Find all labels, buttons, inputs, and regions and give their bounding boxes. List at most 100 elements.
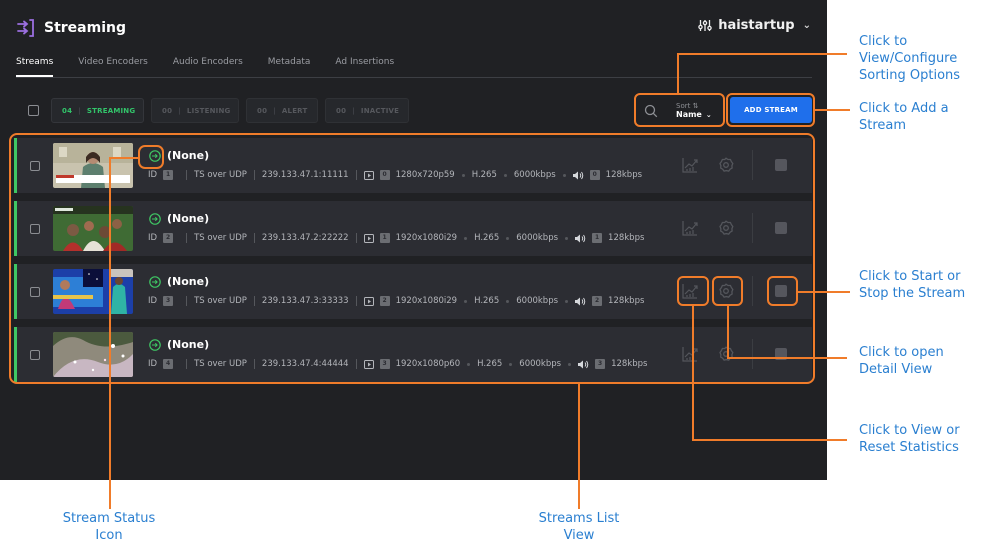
video-icon bbox=[363, 296, 374, 306]
annotation-sorting: Click to View/Configure Sorting Options bbox=[859, 34, 961, 83]
divider bbox=[752, 150, 753, 180]
row-actions bbox=[662, 264, 812, 319]
video-bitrate: 6000kbps bbox=[519, 359, 562, 369]
divider: | bbox=[178, 106, 181, 115]
row-checkbox[interactable] bbox=[30, 161, 40, 171]
video-index-badge: 3 bbox=[379, 359, 390, 369]
chevron-down-icon: ⌄ bbox=[802, 20, 811, 31]
stream-name[interactable]: (None) bbox=[167, 212, 210, 225]
callout-box-status-icon bbox=[138, 145, 164, 169]
codec: H.265 bbox=[474, 233, 500, 243]
video-icon bbox=[363, 170, 374, 180]
audio-bitrate: 128kbps bbox=[608, 296, 645, 306]
leader-line bbox=[578, 384, 580, 509]
row-actions bbox=[662, 201, 812, 256]
start-stop-button[interactable] bbox=[775, 222, 787, 234]
tab-ad-insertions[interactable]: Ad Insertions bbox=[335, 57, 395, 67]
app-title: Streaming bbox=[44, 20, 126, 36]
id-label: ID bbox=[148, 359, 158, 369]
statistics-icon[interactable] bbox=[682, 220, 698, 236]
row-checkbox[interactable] bbox=[30, 287, 40, 297]
annotation-start-stop: Click to Start or Stop the Stream bbox=[859, 269, 966, 301]
protocol: TS over UDP bbox=[194, 170, 247, 180]
callout-box-detail bbox=[712, 276, 743, 306]
stream-name[interactable]: (None) bbox=[167, 149, 210, 162]
divider bbox=[253, 233, 255, 243]
stream-status-icon bbox=[149, 150, 161, 162]
audio-bitrate: 128kbps bbox=[605, 170, 643, 180]
statistics-icon[interactable] bbox=[682, 283, 698, 299]
filter-alert[interactable]: 00|ALERT bbox=[246, 98, 318, 123]
add-stream-button[interactable]: ADD STREAM bbox=[730, 97, 812, 123]
dot-separator bbox=[461, 173, 465, 177]
statistics-icon[interactable] bbox=[682, 157, 698, 173]
gear-icon[interactable] bbox=[718, 283, 734, 299]
id-badge: 3 bbox=[163, 296, 174, 306]
filter-count: 04 bbox=[62, 106, 73, 115]
tab-streams[interactable]: Streams bbox=[16, 56, 54, 77]
divider bbox=[186, 170, 188, 180]
tab-audio-encoders[interactable]: Audio Encoders bbox=[172, 57, 243, 67]
codec: H.265 bbox=[471, 170, 497, 180]
divider bbox=[752, 213, 753, 243]
divider bbox=[355, 233, 357, 243]
start-stop-button[interactable] bbox=[775, 159, 787, 171]
filter-label: LISTENING bbox=[186, 106, 231, 115]
select-all-checkbox[interactable] bbox=[28, 105, 39, 116]
leader-line bbox=[727, 306, 729, 358]
row-checkbox[interactable] bbox=[30, 224, 40, 234]
filter-label: ALERT bbox=[281, 106, 308, 115]
divider: | bbox=[78, 106, 81, 115]
audio-index-badge: 1 bbox=[592, 233, 603, 243]
divider bbox=[752, 276, 753, 306]
id-badge: 4 bbox=[163, 359, 174, 369]
video-icon bbox=[363, 359, 374, 369]
tab-video-encoders[interactable]: Video Encoders bbox=[78, 57, 148, 67]
annotation-statistics: Click to View or Reset Statistics bbox=[859, 423, 960, 455]
dot-separator bbox=[509, 362, 513, 366]
sort-label: Sort ⇅ bbox=[676, 102, 699, 110]
callout-box-start-stop bbox=[767, 276, 798, 306]
divider bbox=[186, 359, 188, 369]
gear-icon[interactable] bbox=[718, 220, 734, 236]
leader-line bbox=[677, 55, 679, 95]
sort-value: Name⌄ bbox=[676, 110, 712, 119]
speaker-icon bbox=[575, 297, 586, 305]
divider bbox=[253, 170, 255, 180]
row-checkbox[interactable] bbox=[30, 350, 40, 360]
resolution: 1920x1080i29 bbox=[395, 233, 458, 243]
speaker-icon bbox=[572, 171, 583, 179]
id-badge: 2 bbox=[163, 233, 174, 243]
sort-order-icon: ⇅ bbox=[692, 102, 699, 110]
divider bbox=[253, 296, 255, 306]
stream-name[interactable]: (None) bbox=[167, 338, 210, 351]
user-menu[interactable]: haistartup ⌄ bbox=[698, 18, 811, 33]
audio-index-badge: 0 bbox=[589, 170, 600, 180]
divider bbox=[355, 296, 357, 306]
divider bbox=[186, 233, 188, 243]
filter-listening[interactable]: 00|LISTENING bbox=[151, 98, 239, 123]
sliders-icon bbox=[698, 20, 712, 31]
video-index-badge: 0 bbox=[379, 170, 390, 180]
search-icon[interactable] bbox=[644, 104, 658, 118]
search-sort-group: Sort ⇅ Name⌄ bbox=[636, 97, 722, 124]
sort-dropdown[interactable]: Sort ⇅ Name⌄ bbox=[676, 102, 712, 119]
start-stop-button[interactable] bbox=[775, 285, 787, 297]
filter-inactive[interactable]: 00|INACTIVE bbox=[325, 98, 409, 123]
dot-separator bbox=[565, 236, 569, 240]
filter-streaming[interactable]: 04|STREAMING bbox=[51, 98, 144, 123]
dot-separator bbox=[568, 362, 572, 366]
divider: | bbox=[273, 106, 276, 115]
filter-label: INACTIVE bbox=[360, 106, 400, 115]
tab-metadata[interactable]: Metadata bbox=[267, 57, 311, 67]
divider bbox=[752, 339, 753, 369]
audio-index-badge: 3 bbox=[595, 359, 606, 369]
gear-icon[interactable] bbox=[718, 157, 734, 173]
stream-name[interactable]: (None) bbox=[167, 275, 210, 288]
